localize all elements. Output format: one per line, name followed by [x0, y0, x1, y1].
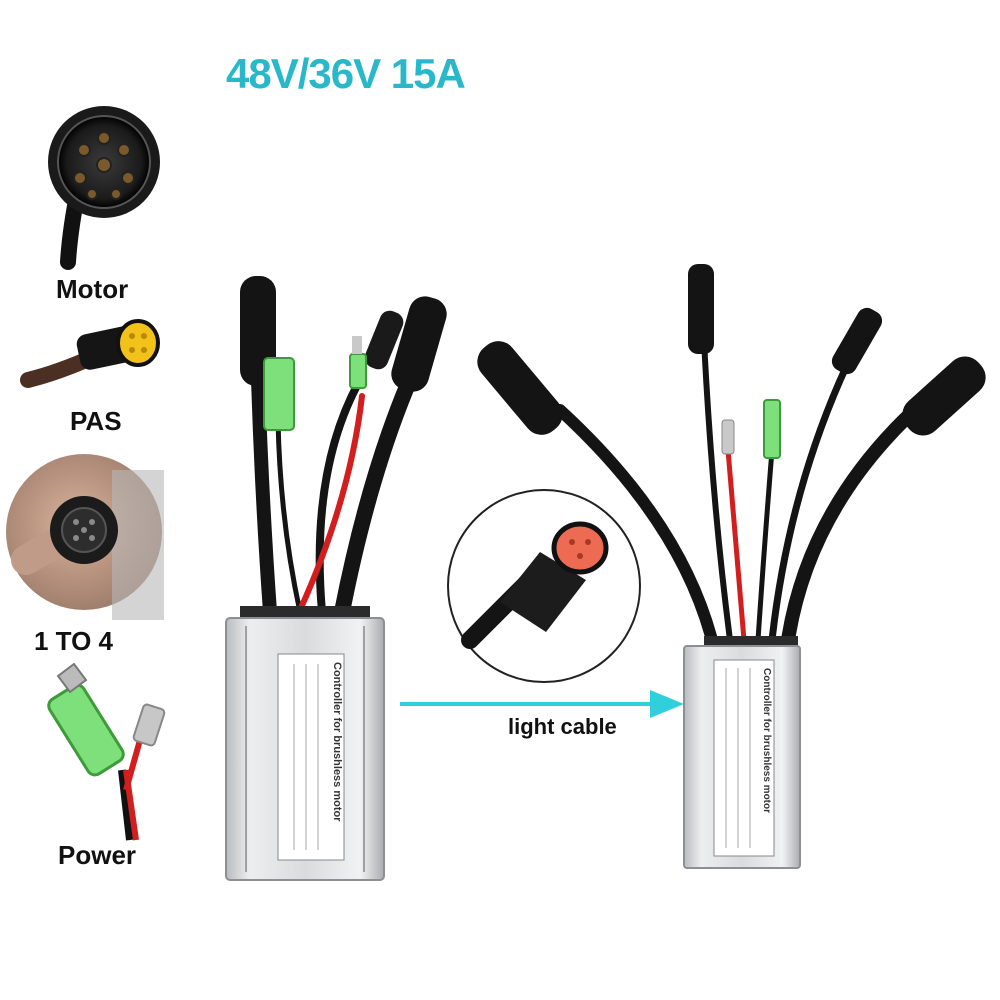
light-cable-arrow	[400, 690, 684, 718]
controller-a-plugs	[240, 276, 447, 431]
one-to-four-label: 1 TO 4	[34, 626, 114, 656]
power-label: Power	[58, 840, 137, 870]
controller-a-cables	[251, 362, 422, 620]
motor-label: Motor	[56, 274, 129, 304]
light-cable-label: light cable	[508, 714, 617, 739]
controller-a-plate-title: Controller for brushless motor	[331, 662, 343, 822]
controller-b-housing: Controller for brushless motor	[683, 636, 801, 869]
one-to-four-connector-image	[6, 454, 164, 620]
light-cable-plug-inset	[447, 489, 641, 683]
controller-b-plate-title: Controller for brushless motor	[761, 668, 772, 813]
pas-label: PAS	[70, 406, 122, 436]
pas-connector-image	[20, 319, 160, 388]
controller-b-cables	[554, 337, 937, 647]
product-title: 48V/36V 15A	[226, 50, 466, 97]
power-connector-image	[47, 662, 166, 841]
controller-a-housing: Controller for brushless motor	[225, 606, 385, 881]
controller-b-plugs	[477, 264, 986, 459]
motor-connector-image	[48, 106, 160, 270]
